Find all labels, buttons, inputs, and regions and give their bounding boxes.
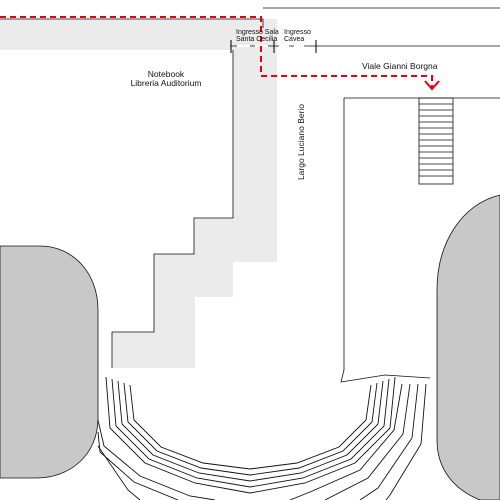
label-largo: Largo Luciano Berio [296,103,306,181]
pedestrian-area [0,19,277,368]
label-libreria: Libreria Auditorium [130,78,202,88]
label-ingresso-sala-1: Ingresso Sala [236,29,279,36]
staircase [418,97,454,185]
label-ingresso-cavea-1: Ingresso [284,29,311,36]
label-ingresso-cavea-2: Cavea [284,36,305,43]
label-viale: Viale Gianni Borgna [362,61,438,71]
label-ingresso-sala-2: Santa Cecilia [236,36,278,43]
building-left [0,245,99,479]
cavea-steps [97,376,427,500]
route-arrow-icon [424,80,440,91]
label-notebook: Notebook [147,69,185,79]
building-right [436,194,500,500]
route-path [0,16,433,88]
